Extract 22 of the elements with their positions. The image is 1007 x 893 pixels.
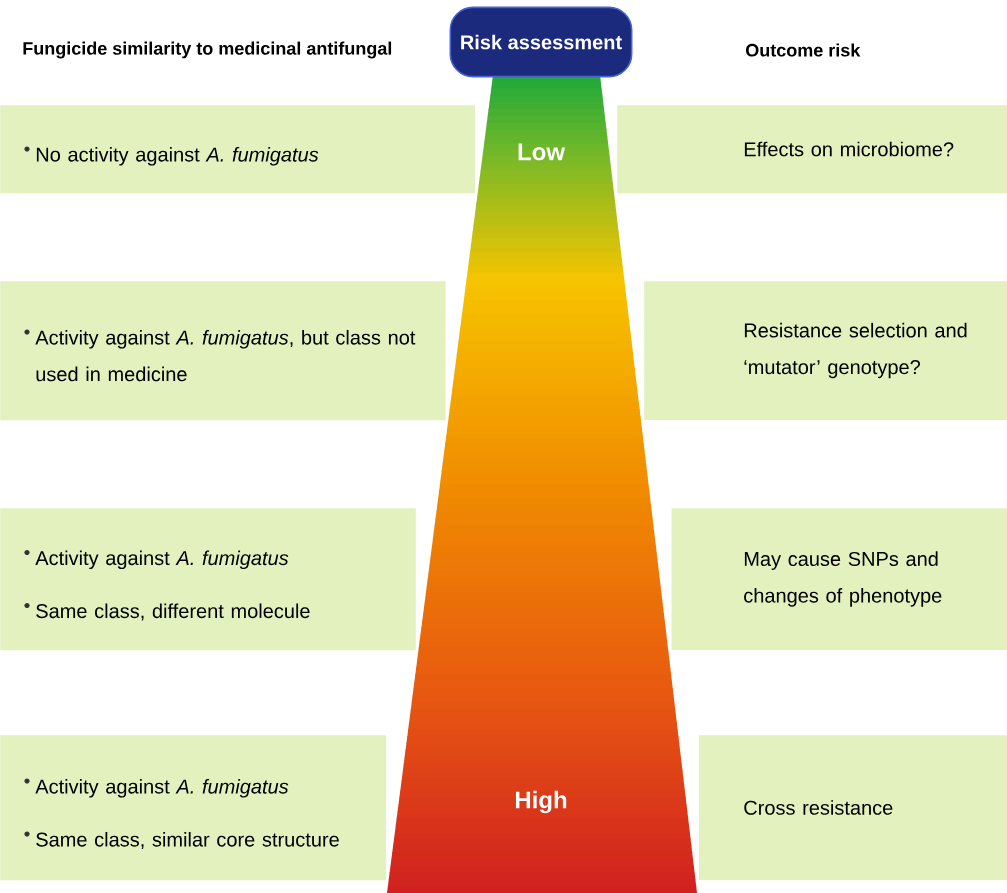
bullet-text: No activity against A. fumigatus bbox=[36, 146, 319, 166]
row-band bbox=[0, 735, 386, 881]
outcome-text: Resistance selection and ‘mutator’ genotype? bbox=[744, 322, 967, 379]
row-band bbox=[0, 508, 416, 651]
column-header: Outcome risk bbox=[746, 43, 861, 57]
row-band bbox=[617, 105, 1007, 194]
outcome-text: Cross resistance bbox=[744, 800, 893, 815]
outcome-text: Effects on microbiome? bbox=[744, 141, 954, 157]
bullet-text: Activity against A. fumigatus bbox=[35, 778, 289, 798]
bullet-text: Same class, similar core structure bbox=[36, 831, 339, 849]
node-label: Low bbox=[518, 143, 566, 161]
row-band bbox=[698, 735, 1007, 881]
row-band bbox=[671, 508, 1007, 651]
bullet-text: Activity against A. fumigatus bbox=[35, 550, 289, 570]
bullet-text: Same class, different molecule bbox=[36, 603, 310, 621]
row-band bbox=[644, 281, 1007, 421]
node-label: High bbox=[515, 790, 567, 814]
row-band bbox=[0, 281, 446, 421]
title-pill: Risk assessment bbox=[449, 6, 633, 78]
column-header: Fungicide similarity to medicinal antifungal bbox=[23, 41, 392, 59]
outcome-text: May cause SNPs and changes of phenotype bbox=[744, 551, 942, 607]
row-band bbox=[0, 105, 475, 194]
